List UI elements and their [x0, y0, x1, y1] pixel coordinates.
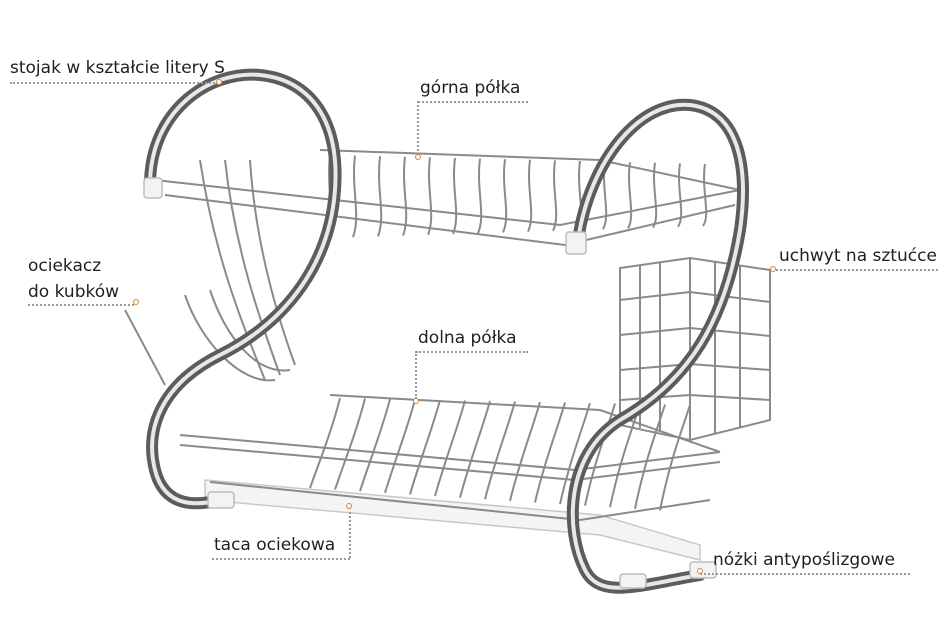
top-shelf-rib [702, 163, 708, 227]
top-shelf-rib [652, 162, 658, 229]
pointer-top-shelf [415, 154, 421, 160]
top-shelf-rib [552, 160, 558, 232]
s-frame-left [144, 68, 342, 510]
bottom-shelf-rib [359, 398, 391, 492]
leader-cup-holder [28, 304, 134, 306]
bottom-shelf-rib [584, 403, 616, 506]
pointer-feet [697, 568, 703, 574]
top-shelf-rib [502, 159, 508, 233]
cup-holder-frame [124, 159, 296, 386]
leader-top-shelf-horizontal [418, 101, 528, 103]
pointer-cup-holder [133, 299, 139, 305]
bottom-shelf-rib [484, 401, 516, 500]
bottom-shelf-rib [559, 402, 591, 505]
top-shelf-rib [427, 157, 433, 236]
label-drip-tray: taca ociekowa [214, 535, 336, 555]
label-feet: nóżki antypoślizgowe [713, 550, 895, 570]
label-top-shelf: górna półka [420, 78, 521, 98]
bottom-shelf-rib [534, 402, 566, 503]
leader-top-shelf-vertical [417, 101, 419, 155]
top-shelf-rib [452, 157, 458, 235]
leader-s-frame [10, 82, 218, 84]
top-shelf [154, 149, 741, 247]
bottom-shelf-rib [384, 399, 416, 494]
leader-drip-tray-horizontal [212, 558, 350, 560]
top-shelf-rib [402, 156, 408, 236]
top-shelf-rib [627, 162, 633, 229]
bottom-shelf-rib [334, 398, 366, 490]
top-shelf-rib [377, 156, 383, 237]
leader-drip-tray-vertical [349, 507, 351, 558]
s-frame-right [566, 98, 749, 594]
leader-feet [700, 573, 910, 575]
top-shelf-rib [352, 155, 358, 238]
bottom-shelf-rib [434, 400, 466, 497]
bottom-shelf-rib [459, 400, 491, 498]
top-shelf-rib [527, 159, 533, 233]
label-cutlery-holder: uchwyt na sztućce [779, 246, 937, 266]
pointer-bottom-shelf [413, 398, 419, 404]
label-bottom-shelf: dolna półka [418, 328, 517, 348]
bottom-shelf-rib [309, 397, 341, 489]
top-shelf-rib [477, 158, 483, 234]
label-s-frame: stojak w kształcie litery S [10, 58, 225, 78]
bottom-shelf-rib [409, 399, 441, 495]
leader-cutlery-holder [772, 269, 938, 271]
bottom-shelf-rib [634, 404, 666, 510]
pointer-s-frame [216, 79, 222, 85]
bottom-shelf-rib [659, 404, 691, 511]
top-shelf-rib [677, 163, 683, 228]
pointer-cutlery-holder [770, 266, 776, 272]
label-cup-holder-line2: do kubków [28, 282, 120, 302]
bottom-shelf-rib [509, 401, 541, 502]
pointer-drip-tray [346, 503, 352, 509]
leader-bottom-shelf-vertical [415, 351, 417, 399]
leader-bottom-shelf-horizontal [416, 351, 528, 353]
label-cup-holder-line1: ociekacz [28, 256, 102, 276]
